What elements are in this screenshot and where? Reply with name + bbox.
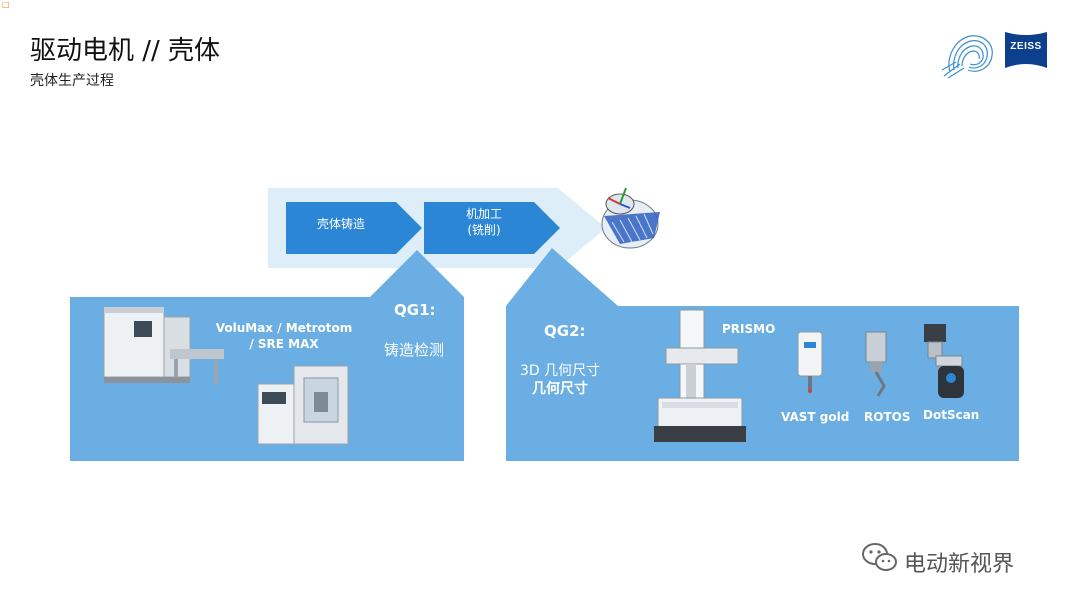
prismo-cmm-image xyxy=(654,309,746,442)
process-step-machining-arrow xyxy=(424,202,560,254)
qg2-panel xyxy=(506,248,1019,461)
process-step-casting-label: 壳体铸造 xyxy=(316,217,365,231)
slide-subtitle: 壳体生产过程 xyxy=(30,73,114,89)
process-step-casting-arrow xyxy=(286,202,422,254)
qg1-description: 铸造检测 xyxy=(384,341,445,359)
slide-title: 驱动电机 // 壳体 xyxy=(30,36,221,66)
process-step-machining-sublabel: (铣削) xyxy=(467,223,501,237)
qg1-machine-label: VoluMax / Metrotom / SRE MAX xyxy=(215,321,353,351)
process-step-casting: 壳体铸造 xyxy=(286,216,396,232)
qg1-label: QG1: xyxy=(394,301,436,319)
motor-housing-image xyxy=(601,187,660,249)
dotscan-sensor-image xyxy=(924,324,964,398)
watermark: 电动新视界 xyxy=(860,540,1050,580)
watermark-text: 电动新视界 xyxy=(904,552,1015,577)
volumax-ct-machine-image xyxy=(103,307,224,385)
qg2-machine-label: PRISMO xyxy=(722,322,776,336)
zeiss-logo-text: ZEISS xyxy=(1010,41,1042,52)
process-step-machining-label: 机加工 xyxy=(465,207,502,221)
metrotom-ct-machine-image xyxy=(257,365,349,445)
qg2-description-line1: 3D 几何尺寸 xyxy=(520,363,601,379)
wechat-icon xyxy=(862,543,897,571)
corner-mark: □ xyxy=(2,0,10,9)
spiral-logo-icon xyxy=(941,35,993,79)
qg2-label: QG2: xyxy=(544,322,586,340)
vast-gold-sensor-image xyxy=(797,331,823,393)
sensor-label-rotos: ROTOS xyxy=(864,410,911,424)
zeiss-logo: ZEISS xyxy=(1005,28,1047,72)
qg2-description-line2: 几何尺寸 xyxy=(532,381,588,397)
sensor-label-vast-gold: VAST gold xyxy=(781,410,850,424)
zeiss-logo-icon xyxy=(1005,28,1047,72)
sensor-label-dotscan: DotScan xyxy=(923,408,980,422)
qg1-panel xyxy=(70,250,464,461)
rotos-sensor-image xyxy=(865,331,887,397)
process-flow-background xyxy=(268,188,606,268)
process-step-machining: 机加工 (铣削) xyxy=(424,206,544,238)
